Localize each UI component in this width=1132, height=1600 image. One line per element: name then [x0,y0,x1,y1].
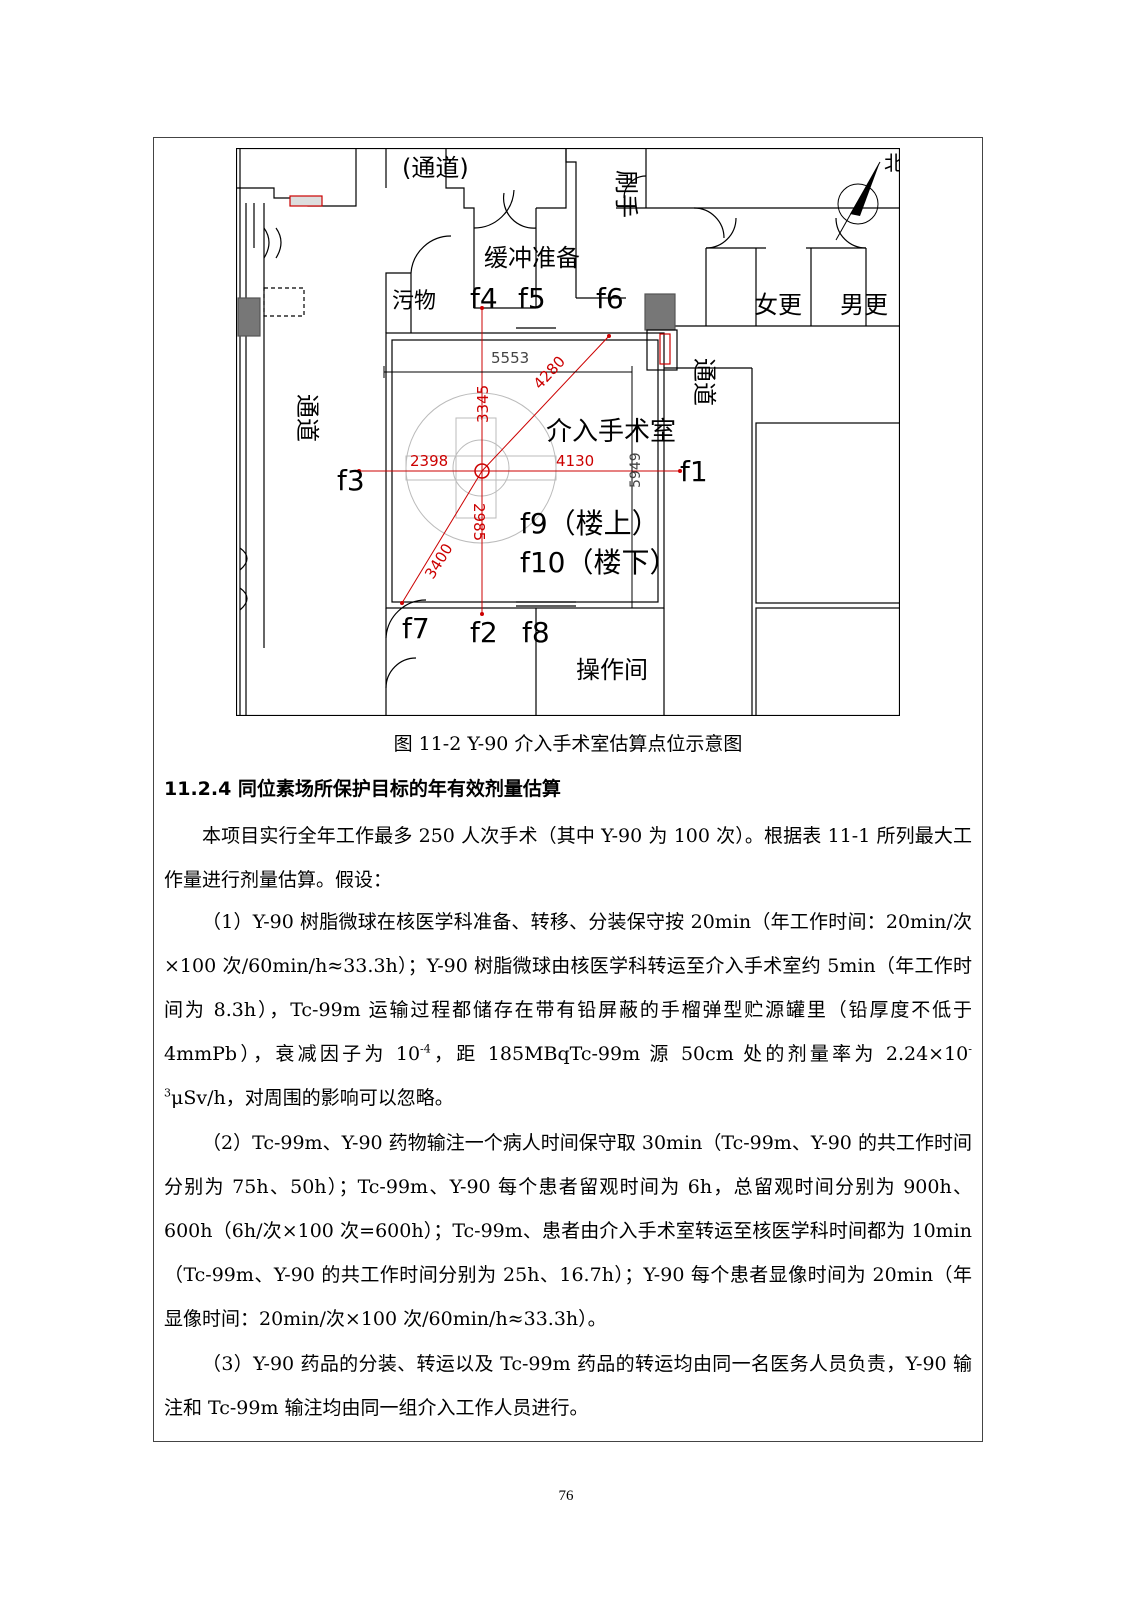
item1-sup-a: -4 [420,1042,431,1056]
point-f5: f5 [518,282,546,315]
room-dimension-lines [383,366,638,609]
north-label: 北 [884,151,900,175]
left-corridor-walls [236,148,387,716]
point-f2: f2 [470,616,498,649]
page-number: 76 [558,1488,574,1504]
or-room-walls [385,293,900,716]
item1-text-a: （1）Y-90 树脂微球在核医学科准备、转移、分装保守按 20min（年工作时间… [164,911,972,1065]
paragraph-item3: （3）Y-90 药品的分装、转运以及 Tc-99m 药品的转运均由同一名医务人员… [164,1353,972,1419]
label-female-change: 女更 [754,291,802,319]
dim-to-f1: 4130 [556,452,594,470]
dim-to-f7: 3400 [421,540,457,582]
item1-sup-b: -3 [164,1042,972,1100]
paragraph-intro: 本项目实行全年工作最多 250 人次手术（其中 Y-90 为 100 次）。根据… [164,825,972,891]
dim-to-f2: 2985 [470,503,488,541]
point-f8: f8 [522,616,550,649]
label-male-change: 男更 [840,291,888,319]
dim-to-f3: 2398 [410,452,448,470]
dim-to-f6: 4280 [530,353,569,393]
top-rooms-walls [385,148,900,333]
label-corridor-top: (通道) [402,154,469,182]
paragraph-item2: （2）Tc-99m、Y-90 药物输注一个病人时间保守取 30min（Tc-99… [164,1132,972,1330]
label-buffer: 缓冲准备 [484,244,580,272]
point-f10: f10（楼下） [520,546,678,579]
point-f6: f6 [596,282,624,315]
dim-to-f4: 3345 [474,385,492,423]
label-corridor-right: 通道 [690,358,718,406]
item1-text-c: μSv/h，对周围的影响可以忽略。 [171,1087,454,1109]
north-arrow-icon [835,161,881,241]
label-control-room: 操作间 [576,656,648,684]
section-heading: 11.2.4 同位素场所保护目标的年有效剂量估算 [164,778,561,800]
item1-text-b: ，距 185MBqTc-99m 源 50cm 处的剂量率为 2.24×10 [430,1043,969,1065]
point-f7: f7 [402,612,430,645]
c-arm-equipment [405,392,557,544]
point-f3: f3 [337,464,365,497]
point-f1: f1 [680,455,708,488]
dim-depth: 5949 [628,452,644,488]
point-f9: f9（楼上） [520,507,660,540]
point-markers [357,306,682,616]
figure-caption: 图 11-2 Y-90 介入手术室估算点位示意图 [393,733,743,755]
floor-plan-figure: 北 5553 5949 4130 2398 3345 2985 4280 340… [236,148,900,716]
content-frame [153,137,983,1442]
label-corridor-left: 通道 [293,394,321,442]
dimension-lines [359,308,680,614]
label-or-room: 介入手术室 [546,417,676,447]
paragraph-item1: （1）Y-90 树脂微球在核医学科准备、转移、分装保守按 20min（年工作时间… [164,900,972,1120]
dim-width: 5553 [491,349,529,367]
label-wash: 刷手 [612,170,640,218]
point-f4: f4 [470,282,498,315]
label-waste: 污物 [392,289,436,314]
